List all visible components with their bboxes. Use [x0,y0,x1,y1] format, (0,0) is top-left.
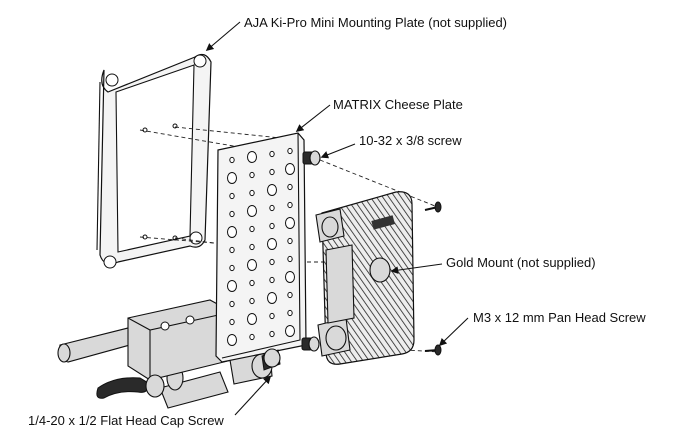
cheese-plate-hole [247,259,257,271]
cheese-plate-hole [247,205,257,217]
cheese-plate-hole [249,279,255,287]
cheese-plate-hole [267,238,277,250]
cheese-plate-hole [269,150,275,158]
cheese-plate-hole [287,255,293,263]
cheese-plate-hole [249,189,255,197]
cheese-plate-hole [229,210,235,218]
leader-arrow-icon [234,375,272,416]
cheese-plate-hole [227,334,237,346]
screw-icon [261,348,281,371]
cheese-plate-hole [285,325,295,337]
cheese-plate-hole [249,297,255,305]
cheese-plate-hole [269,204,275,212]
cheese-plate-hole [229,264,235,272]
m3-screws [424,201,442,356]
cheese-plate-hole [247,313,257,325]
cheese-plate-hole [269,222,275,230]
label-screw-1032: 10-32 x 3/8 screw [359,133,462,148]
screw-icon [302,150,321,166]
screw-icon [424,344,442,356]
leader-arrow-icon [320,143,356,159]
screw-icon [424,201,442,213]
cheese-plate-hole [227,172,237,184]
cheese-plate-hole [269,258,275,266]
leader-arrow-icon [295,104,331,132]
aja-mounting-plate [96,53,212,269]
label-flat-head-screw: 1/4-20 x 1/2 Flat Head Cap Screw [28,413,224,428]
label-gold-mount: Gold Mount (not supplied) [446,255,596,270]
cheese-plate-hole [287,237,293,245]
leader-arrow-icon [438,317,469,347]
cheese-plate-hole [285,217,295,229]
cheese-plate-hole [287,291,293,299]
cheese-plate-hole [229,318,235,326]
matrix-cheese-plate [215,132,307,363]
cheese-plate-hole [229,246,235,254]
cheese-plate-hole [227,226,237,238]
cheese-plate-hole [267,292,277,304]
leader-arrow-icon [205,21,241,51]
label-cheese-plate: MATRIX Cheese Plate [333,97,463,112]
cheese-plate-hole [229,300,235,308]
cheese-plate-hole [227,280,237,292]
cheese-plate-hole [285,271,295,283]
cheese-plate-hole [287,147,293,155]
leader-lines [205,21,469,416]
screw-icon [301,336,320,352]
cheese-plate-hole [229,192,235,200]
cheese-plate-hole [285,163,295,175]
cheese-plate-hole [249,243,255,251]
cheese-plate-hole [247,151,257,163]
cheese-plate-hole [269,168,275,176]
cheese-plate-hole [287,309,293,317]
callout-labels: AJA Ki-Pro Mini Mounting Plate (not supp… [28,15,646,428]
cheese-plate-hole [287,183,293,191]
label-aja-plate: AJA Ki-Pro Mini Mounting Plate (not supp… [244,15,507,30]
cheese-plate-hole [269,276,275,284]
cheese-plate-hole [287,201,293,209]
cheese-plate-hole [249,333,255,341]
cheese-plate-hole [269,330,275,338]
leader-arrow-icon [390,263,443,274]
cheese-plate-hole [229,156,235,164]
cheese-plate-holes [227,147,295,346]
gold-mount [315,191,415,365]
cheese-plate-hole [269,312,275,320]
cheese-plate-hole [267,184,277,196]
cheese-plate-hole [249,225,255,233]
label-m3-screw: M3 x 12 mm Pan Head Screw [473,310,646,325]
cheese-plate-screws [261,150,321,371]
cheese-plate-hole [249,171,255,179]
